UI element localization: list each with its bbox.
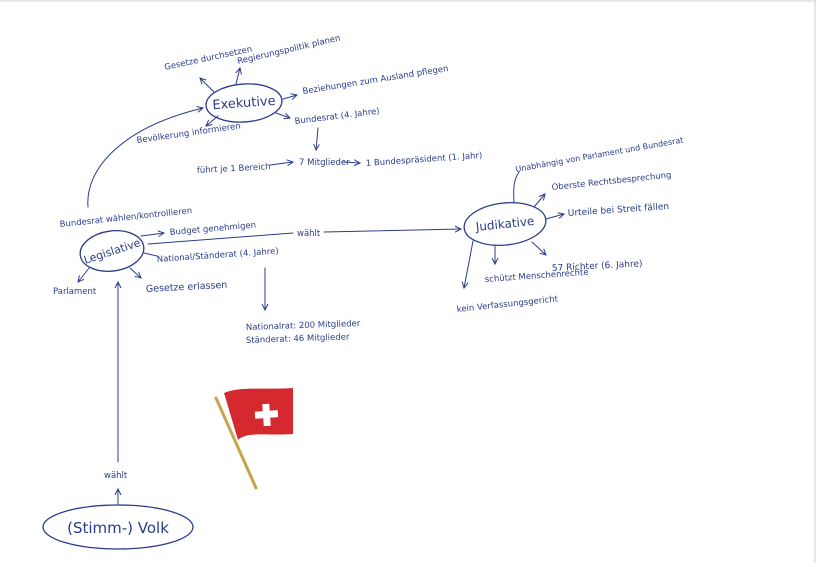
connector (206, 115, 219, 126)
beziehungen-label: Beziehungen zum Ausland pflegen (302, 64, 449, 97)
national-staenderat-label: National/Ständerat (4. Jahre) (157, 247, 279, 265)
budget-label: Budget genehmigen (169, 220, 256, 238)
exekutive-node (205, 83, 283, 123)
menschenrechte-label: schützt Menschenrechte (485, 268, 589, 285)
bundespraesident-label: 1 Bundespräsident (1. Jahr) (366, 151, 483, 169)
urteile-label: Urteile bei Streit fällen (568, 202, 670, 219)
connector (323, 229, 461, 232)
oberste-label: Oberste Rechtsbesprechung (551, 170, 672, 193)
connector (140, 233, 164, 236)
connector (200, 78, 215, 93)
unabhaengig-label: Unabhängig von Parlament und Bundesrat (515, 136, 684, 174)
connector (129, 267, 141, 278)
parlament-label: Parlament (53, 287, 97, 297)
bundesrat-label: Bundesrat (4. Jahre) (294, 107, 380, 127)
flag-pole (214, 396, 258, 490)
connector (342, 162, 360, 163)
connector (275, 112, 290, 118)
legislative-exekutive-connector (87, 108, 203, 208)
staenderat-label: Ständerat: 46 Mitglieder (246, 332, 350, 346)
judikative-node (463, 202, 547, 246)
legislative-waehlt-label: wählt (297, 229, 321, 239)
connector (531, 241, 546, 255)
gesetze-erlassen-label: Gesetze erlassen (146, 280, 228, 295)
volk-node (42, 504, 194, 550)
exekutive-label: Exekutive (212, 94, 276, 113)
volk-waehlt-label: wählt (104, 471, 128, 481)
verfassungsgericht-label: kein Verfassungsgericht (456, 294, 559, 315)
connector (513, 171, 520, 204)
flag-cross-horizontal (254, 410, 279, 419)
connector (282, 95, 297, 99)
legislative-node (79, 230, 145, 272)
bereich-label: führt je 1 Bereich (197, 162, 271, 176)
connector (78, 266, 91, 282)
connector (316, 127, 318, 150)
connector (143, 252, 158, 257)
connector (533, 194, 545, 208)
richter-label: 57 Richter (6. Jahre) (552, 259, 643, 274)
judikative-label: Judikative (474, 214, 535, 234)
connector (147, 232, 294, 245)
mitglieder-label: 7 Mitglieder (299, 158, 350, 168)
connector (236, 68, 240, 85)
connector (269, 162, 293, 165)
volk-label: (Stimm-) Volk (67, 519, 169, 537)
bundesrat-waehlen-label: Bundesrat wählen/kontrollieren (59, 206, 192, 230)
swiss-flag-icon (214, 388, 293, 490)
connector (464, 240, 474, 288)
nationalrat-label: Nationalrat: 200 Mitglieder (246, 319, 361, 333)
connector (545, 214, 564, 220)
legislative-label: Legislative (82, 236, 142, 267)
